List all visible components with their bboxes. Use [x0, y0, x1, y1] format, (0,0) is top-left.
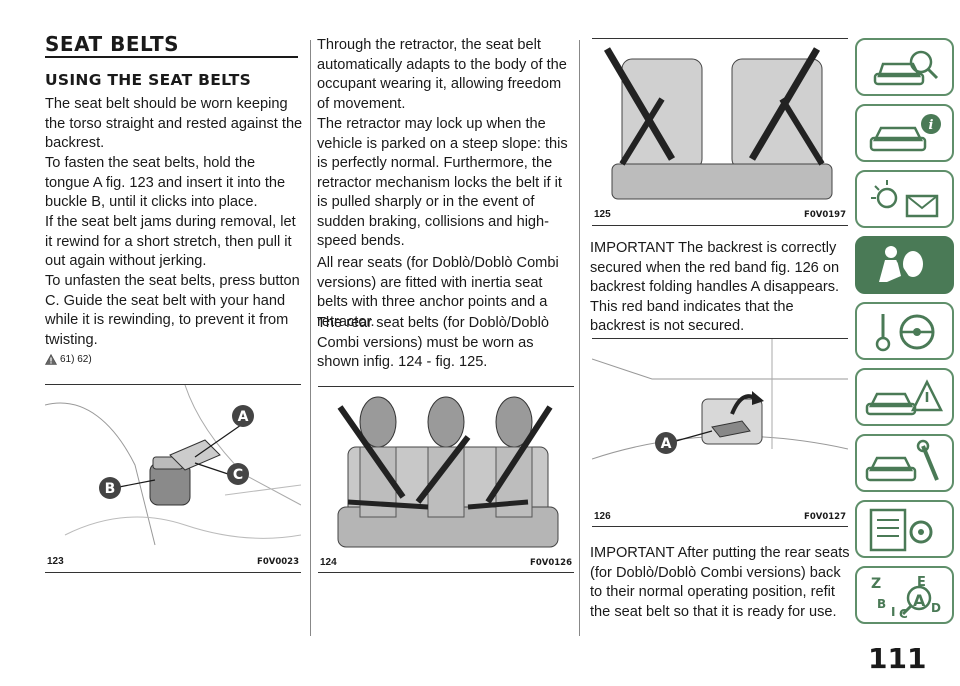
- svg-text:B: B: [877, 597, 886, 611]
- alphabetical-index-icon: Z E B I C A D: [871, 575, 941, 621]
- callout-label: A: [238, 409, 249, 425]
- tab-car-emergency[interactable]: [855, 368, 954, 426]
- page-number: 111: [868, 642, 927, 675]
- paragraph: To fasten the seat belts, hold the tongu…: [45, 155, 286, 210]
- figure-124: 124 F0V0126: [318, 386, 574, 573]
- svg-text:E: E: [917, 575, 926, 590]
- warning-reference: 61) 62): [45, 354, 92, 365]
- backrest-handle-illustration: A: [591, 339, 849, 460]
- warning-lights-icon: [871, 180, 939, 218]
- svg-text:D: D: [931, 601, 941, 615]
- figure-126: A 126 F0V0127: [591, 338, 849, 527]
- paragraph: IMPORTANT After putting the rear seats (…: [590, 545, 850, 620]
- warning-refs: 61) 62): [60, 354, 92, 365]
- car-maintenance-icon: [865, 439, 939, 482]
- figure-number: 124: [320, 557, 337, 568]
- figure-number: 126: [594, 511, 611, 522]
- figure-125: 125 F0V0197: [592, 38, 848, 226]
- paragraph: IMPORTANT The backrest is correctly secu…: [590, 240, 840, 334]
- paragraph: All rear seats (for Doblò/Doblò Combi ve…: [317, 255, 559, 330]
- paragraph: To unfasten the seat belts, press button…: [45, 273, 300, 348]
- paragraph: Through the retractor, the seat belt aut…: [317, 37, 567, 112]
- figure-code: F0V0023: [257, 557, 299, 567]
- figure-123: A C B 123 F0V0023: [44, 384, 302, 573]
- rear-seats-side-illustration: [603, 47, 833, 200]
- callout-label: C: [233, 467, 243, 483]
- car-search-icon: [873, 50, 939, 86]
- tab-seat-airbag[interactable]: [855, 236, 954, 294]
- tab-alphabetical-index[interactable]: Z E B I C A D: [855, 566, 954, 624]
- svg-text:I: I: [891, 605, 895, 619]
- rear-seats-illustration: [337, 396, 559, 548]
- key-steering-icon: [875, 314, 935, 352]
- callout-label: A: [661, 436, 672, 452]
- tab-car-maintenance[interactable]: [855, 434, 954, 492]
- subsection-title: USING THE SEAT BELTS: [45, 71, 252, 89]
- svg-text:i: i: [929, 118, 934, 133]
- figure-number: 125: [594, 209, 611, 220]
- tab-warning-lights[interactable]: [855, 170, 954, 228]
- svg-text:A: A: [913, 591, 926, 610]
- column-divider: [310, 40, 311, 636]
- figure-code: F0V0126: [530, 558, 572, 568]
- tab-key-steering[interactable]: [855, 302, 954, 360]
- section-title: SEAT BELTS: [45, 32, 179, 56]
- seat-belt-buckle-illustration: A C B: [44, 384, 302, 546]
- tab-car-search[interactable]: [855, 38, 954, 96]
- callout-label: B: [105, 481, 116, 497]
- car-emergency-icon: [865, 379, 944, 416]
- seat-airbag-icon: [879, 246, 923, 282]
- figure-code: F0V0197: [804, 210, 846, 220]
- svg-text:Z: Z: [871, 576, 881, 592]
- tab-car-info[interactable]: i: [855, 104, 954, 162]
- car-info-icon: i: [869, 114, 941, 152]
- title-rule: [45, 56, 298, 58]
- paragraph: The retractor may lock up when the vehic…: [317, 116, 568, 249]
- technical-data-icon: [869, 508, 933, 552]
- column-divider: [579, 40, 580, 636]
- figure-code: F0V0127: [804, 512, 846, 522]
- paragraph: If the seat belt jams during removal, le…: [45, 214, 296, 269]
- tab-technical-data[interactable]: [855, 500, 954, 558]
- paragraph: The rear seat belts (for Doblò/Doblò Com…: [317, 315, 549, 370]
- figure-number: 123: [47, 556, 64, 567]
- paragraph: The seat belt should be worn keeping the…: [45, 96, 303, 151]
- warning-triangle-icon: [45, 354, 57, 365]
